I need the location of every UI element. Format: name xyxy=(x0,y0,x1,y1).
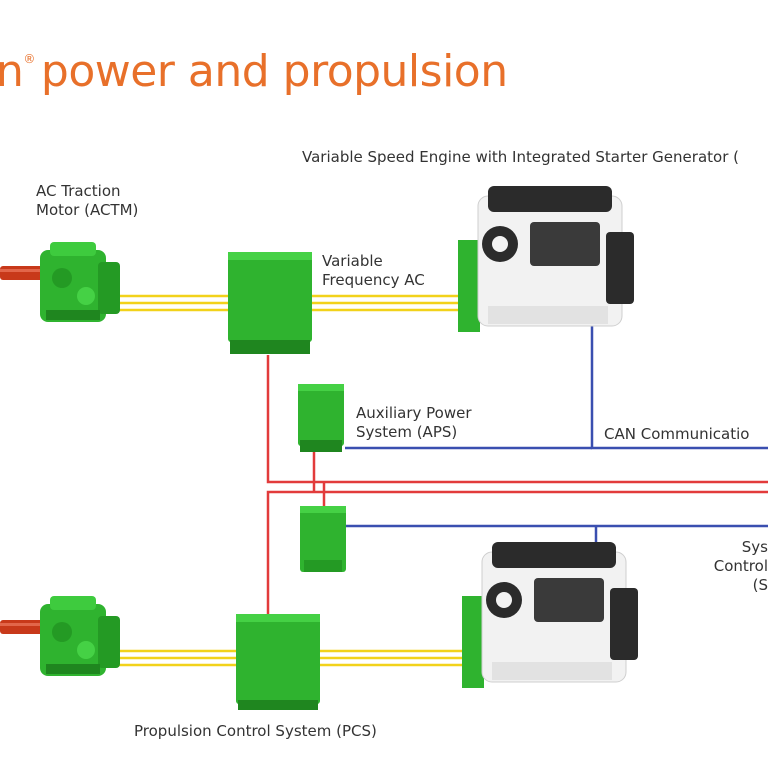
propeller-shaft-bottom xyxy=(0,620,46,634)
ac-traction-motor-top xyxy=(40,242,120,322)
propulsion-control-system-unit xyxy=(236,614,320,710)
label-sys-line1: Sys xyxy=(741,538,768,556)
ac-traction-motor-bottom xyxy=(40,596,120,676)
label-engine: Variable Speed Engine with Integrated St… xyxy=(302,148,739,166)
propeller-shaft-top xyxy=(0,266,46,280)
label-vfac-line1: Variable xyxy=(322,252,383,270)
variable-speed-engine-bottom xyxy=(462,542,638,688)
variable-frequency-ac-unit xyxy=(228,252,312,354)
label-sys-line2: Control xyxy=(713,557,768,575)
auxiliary-power-system-unit xyxy=(298,384,344,452)
system-control-unit xyxy=(300,506,346,572)
dc-line-lower xyxy=(266,490,768,615)
dc-line-upper xyxy=(266,355,768,484)
ac-lines-top xyxy=(118,294,462,312)
label-actm: AC Traction Motor (ACTM) xyxy=(36,182,138,220)
label-aps-line1: Auxiliary Power xyxy=(356,404,472,422)
label-vfac-line2: Frequency AC xyxy=(322,271,425,289)
label-aps-line2: System (APS) xyxy=(356,423,458,441)
title-prefix: n xyxy=(0,46,24,97)
registered-mark: ® xyxy=(23,52,35,66)
label-vfac: Variable Frequency AC xyxy=(322,252,425,290)
ac-lines-bottom xyxy=(118,649,466,667)
label-system-control: Sys Control (S xyxy=(714,538,768,595)
label-actm-line1: AC Traction xyxy=(36,182,121,200)
variable-speed-engine-top xyxy=(458,186,634,332)
can-bus-lines xyxy=(345,318,768,556)
label-can: CAN Communicatio xyxy=(604,425,750,443)
label-pcs: Propulsion Control System (PCS) xyxy=(134,722,377,740)
page-title: n® power and propulsion xyxy=(0,46,508,97)
label-sys-line3: (S xyxy=(752,576,768,594)
label-aps: Auxiliary Power System (APS) xyxy=(356,404,472,442)
title-text: power and propulsion xyxy=(40,46,508,97)
label-actm-line2: Motor (ACTM) xyxy=(36,201,139,219)
dc-bus-lines xyxy=(266,355,768,615)
